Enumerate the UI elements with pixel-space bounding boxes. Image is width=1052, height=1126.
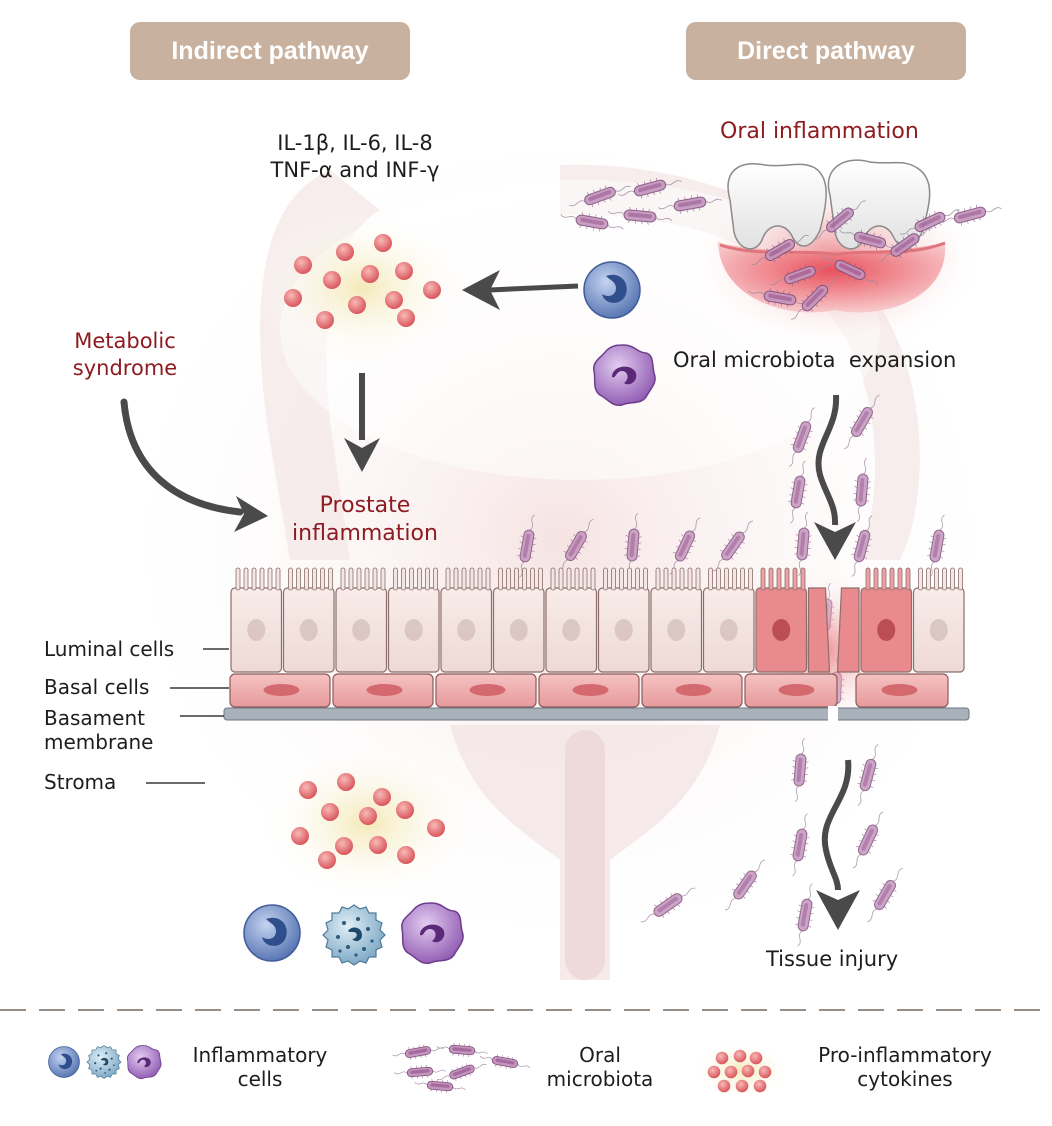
legend-cytokine-icons [692, 1040, 792, 1100]
legend-microbiota-icons [391, 1040, 532, 1096]
luminal-cell [650, 567, 703, 673]
luminal-cell [545, 567, 598, 673]
arrow-cytokines-to-prostate [344, 373, 380, 472]
cytokine-list-line2: TNF-α and INF-γ [270, 158, 440, 182]
legend-inflammatory-cells-icons [48, 1045, 162, 1080]
basal-cell [641, 673, 743, 708]
legend-oral-microbiota-label: Oral microbiota [525, 1043, 675, 1091]
legend-cytokines-line2: cytokines [857, 1067, 953, 1091]
luminal-cell [335, 567, 388, 673]
basal-cell [855, 673, 949, 708]
luminal-cell [860, 567, 913, 673]
legend-inflammatory-cells-label: Inflammatory cells [170, 1043, 350, 1091]
basement-membrane-line2: membrane [44, 730, 154, 754]
prostate-inflammation-label: Prostate inflammation [265, 492, 465, 548]
luminal-cell [492, 567, 545, 673]
arrow-cells-to-cytokines [462, 270, 579, 310]
basal-cell [435, 673, 537, 708]
basal-cell [538, 673, 640, 708]
metabolic-syndrome-label: Metabolic syndrome [40, 328, 210, 382]
luminal-cell [807, 587, 860, 673]
mast-cell-icon [322, 904, 386, 966]
luminal-cells [230, 567, 965, 673]
luminal-cell [597, 567, 650, 673]
prostate-inflammation-line1: Prostate [319, 493, 411, 518]
basement-membrane-label: Basament membrane [44, 706, 214, 754]
basal-cell [229, 673, 331, 708]
basal-cells [229, 673, 949, 708]
metabolic-syndrome-line1: Metabolic [74, 329, 176, 353]
arrow-to-tissue-injury [816, 759, 860, 930]
macrophage-icon [400, 902, 464, 965]
label-leaders [146, 648, 229, 784]
lymphocyte-icon [243, 904, 301, 962]
macrophage-icon [592, 344, 656, 407]
epithelium [223, 567, 970, 730]
cytokine-cluster-top [252, 208, 472, 368]
legend-cytokines-label: Pro-inflammatory cytokines [790, 1043, 1020, 1091]
metabolic-syndrome-line2: syndrome [72, 356, 178, 380]
basal-cell [744, 673, 838, 708]
cytokine-list-line1: IL-1β, IL-6, IL-8 [277, 131, 433, 155]
legend-inflammatory-line1: Inflammatory [192, 1043, 328, 1067]
lymphocyte-icon [583, 261, 641, 319]
basement-membrane-line1: Basament [44, 706, 145, 730]
luminal-cell [387, 567, 440, 673]
prostate-inflammation-line2: inflammation [292, 521, 438, 546]
basal-cell [332, 673, 434, 708]
luminal-cell [440, 567, 493, 673]
basal-cells-label: Basal cells [44, 675, 150, 699]
legend-cytokines-line1: Pro-inflammatory [818, 1043, 992, 1067]
direct-pathway-header: Direct pathway [686, 22, 966, 80]
cytokine-list: IL-1β, IL-6, IL-8 TNF-α and INF-γ [230, 130, 480, 184]
arrow-microbiota-to-epithelium [814, 394, 856, 560]
luminal-cells-label: Luminal cells [44, 637, 175, 661]
legend-inflammatory-line2: cells [237, 1067, 283, 1091]
tissue-injury-label: Tissue injury [766, 947, 899, 971]
basement-membrane [223, 707, 970, 721]
luminal-cell [912, 567, 965, 673]
luminal-cell [282, 567, 335, 673]
oral-inflammation-label: Oral inflammation [720, 119, 919, 144]
luminal-cell [755, 567, 808, 673]
luminal-cell [230, 567, 283, 673]
luminal-cell [702, 567, 755, 673]
cytokine-cluster-bottom [258, 742, 478, 902]
oral-microbiota-expansion-label: Oral microbiota expansion [673, 348, 957, 372]
arrow-metabolic-to-prostate [120, 398, 268, 532]
tooth-icon [685, 159, 985, 350]
legend-microbiota-line2: microbiota [546, 1067, 654, 1091]
legend-microbiota-line1: Oral [579, 1043, 621, 1067]
indirect-pathway-header: Indirect pathway [130, 22, 410, 80]
stroma-label: Stroma [44, 770, 117, 794]
